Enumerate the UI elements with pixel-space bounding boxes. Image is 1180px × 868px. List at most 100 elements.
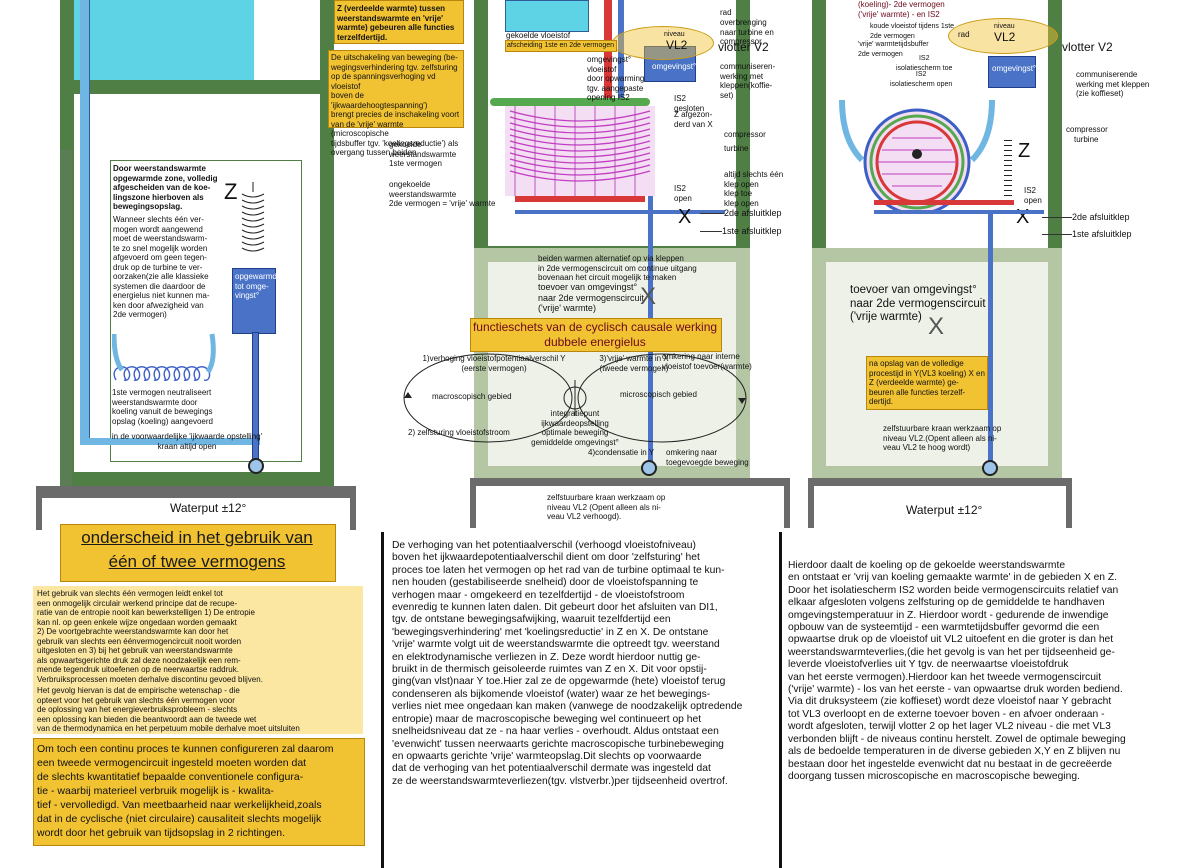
cyan-pipe-horizontal — [80, 438, 260, 445]
both-heat-label: beiden warmen alternatief op via kleppen… — [538, 254, 697, 282]
omgevingst-right: omgevingst° — [992, 64, 1037, 73]
function-title-2: dubbele energielus — [544, 335, 646, 349]
red-pipe-right — [874, 200, 1014, 205]
coil-icon — [112, 333, 216, 381]
vl2-ellipse — [612, 26, 714, 60]
leader-valve1-mid — [700, 231, 722, 232]
waterput-label-right: Waterput ±12° — [906, 503, 982, 517]
waterput-temp: ±12° — [221, 501, 247, 515]
separation-tag — [505, 40, 617, 52]
tap-valve-right[interactable] — [982, 460, 998, 476]
tap-valve-mid[interactable] — [641, 460, 657, 476]
z-zone-text: Door weerstandswarmte opgewarmde zone, v… — [113, 164, 218, 211]
communicating-label-right: communiserende werking met kleppen (zie … — [1076, 70, 1150, 98]
waterput-middle-l — [470, 478, 476, 528]
separation-label: afscheiding 1ste en 2de vermogen — [507, 42, 615, 49]
heated-fluid-label: omgevingst° vloeistof door opwarming tgv… — [587, 55, 645, 102]
communicating-label-mid: communiseren- werking met kleppen(koffie… — [720, 62, 776, 100]
body-text-b: Het gevolg hiervan is dat de empirische … — [37, 686, 300, 733]
circular-coil-icon — [839, 100, 995, 210]
waterput-right — [808, 478, 1072, 486]
niveau-label-right: niveau — [994, 23, 1015, 30]
circle-step-1: 1)verhoging vloeistofpotentiaalverschil … — [422, 354, 566, 373]
separator-bar — [74, 80, 320, 94]
vlotter-label-right: vlotter V2 — [1062, 40, 1113, 54]
lower-housing-right — [812, 248, 1062, 480]
vlotter-label-mid: vlotter V2 — [718, 40, 769, 54]
cold-fluid-label: koude vloeistof tijdens 1ste 2de vermoge… — [870, 23, 955, 40]
overbrenging-label: overbrenging naar turbine en compressor — [720, 18, 774, 46]
uncooled-resistance-label: ongekoelde weerstandswarmte 2de vermogen… — [389, 180, 496, 208]
waterput-temp-right: ±12° — [957, 503, 983, 517]
red-pipe-mid — [604, 0, 612, 130]
vl2-label-right: VL2 — [994, 30, 1016, 44]
body-text-right: Hierdoor daalt de koeling op de gekoelde… — [788, 560, 1126, 782]
waterput-middle — [470, 478, 790, 486]
supply-label-right: toevoer van omgevingst° naar 2de vermoge… — [850, 284, 986, 323]
lower-housing-middle — [474, 248, 750, 480]
first-power-text: 1ste vermogen neutraliseert weerstandswa… — [112, 388, 213, 426]
vl2-label-mid: VL2 — [666, 38, 688, 52]
is2-open-label-mid: IS2 open — [674, 184, 692, 203]
inner-box-z — [110, 160, 302, 462]
valve1-label-right: 1ste afsluitklep — [1072, 229, 1132, 239]
turbine-box-right — [988, 56, 1036, 88]
tap-text-mid: zelfstuurbare kraan werkzaam op niveau V… — [547, 493, 666, 521]
circle-external: omkering naar toegevoegde beweging — [666, 448, 749, 467]
waterput-right-r — [1066, 478, 1072, 528]
tap-text-right: zelfstuurbare kraan werkzaam op niveau V… — [883, 424, 1002, 452]
after-storage-box — [866, 356, 988, 410]
integration-point: integratiepunt ijkwaardeopstelling optim… — [531, 409, 619, 447]
supply-label-mid: toevoer van omgevingst° naar 2de vermoge… — [538, 282, 645, 313]
energy-loop-diagram — [403, 353, 747, 443]
compressor-label-right: compressor — [1066, 125, 1108, 134]
valve2-label-right: 2de afsluitklep — [1072, 212, 1130, 222]
is2-closed-label: IS2 gesloten — [674, 94, 705, 113]
blue-pipe-right-vertical — [988, 210, 993, 466]
is2-iso2-label: IS2 isolatiescherm open — [890, 71, 953, 88]
waterput-label-left: Waterput ±12° — [170, 501, 246, 515]
free-heat-label: 'vrije' warmtetijdsbuffer 2de vermogen — [858, 41, 929, 58]
body-text-c: Om toch een continu proces te kunnen con… — [37, 743, 334, 839]
valve2-label-mid: 2de afsluitklep — [724, 208, 782, 218]
bellows-right — [1004, 140, 1012, 200]
macro-region: macroscopisch gebied — [432, 392, 512, 401]
after-storage-text: na opslag van de volledige procestijd in… — [869, 359, 985, 406]
vl2-ellipse-right — [948, 18, 1058, 54]
conclusion-box — [33, 738, 365, 846]
waterput-wall-left — [36, 486, 356, 498]
tap-text-left: in de voorwaardelijke 'ijkwaarde opstell… — [111, 432, 263, 451]
waterput-side-r — [350, 486, 356, 530]
circle-inner-return: omkering naar interne vloeistof toevoer(… — [662, 352, 752, 371]
heading-line-1: onderscheid in het gebruik van — [81, 528, 313, 547]
leader-valve1-right — [1042, 234, 1072, 235]
leader-valve2-mid — [700, 213, 724, 214]
top-text-right: (koeling)- 2de vermogen ('vrije' warmte)… — [858, 0, 945, 19]
leader-valve2-right — [1042, 217, 1072, 218]
is2-open-label-right: IS2 open — [1024, 186, 1042, 205]
x-letter-mid: X — [678, 206, 692, 228]
top-note-text-2: Z (verdeelde warmte) tussen weerstandswa… — [337, 4, 455, 42]
heading-line-2: één of twee vermogens — [108, 552, 286, 571]
micro-region: microscopisch gebied — [620, 390, 697, 399]
waterput-side-l — [36, 486, 42, 530]
pale-text-box — [33, 586, 363, 734]
waterput-word-right: Waterput — [906, 503, 955, 517]
circle-step-3: 3)'vrije' warmte in X (tweede vermogen) — [599, 354, 669, 373]
top-note-box-2 — [334, 0, 464, 44]
z-separated-label: Z afgezon- derd van X — [674, 110, 713, 129]
turbine-label-right: turbine — [1074, 135, 1099, 144]
z-letter-right: Z — [1018, 140, 1031, 162]
heated-ambient-label: opgewarmd tot omge- vingst° — [235, 272, 277, 300]
niveau-label-mid: niveau — [664, 31, 685, 38]
cooled-fluid-label: gekoelde vloeistof — [506, 31, 571, 40]
x-big-mid: X — [640, 283, 657, 310]
cyan-tank-mid — [505, 0, 589, 32]
compressor-label-mid: compressor — [724, 130, 766, 139]
omgevingst-mid: omgevingst° — [652, 62, 697, 71]
cyan-tank-top — [74, 0, 254, 80]
waterput-middle-r — [784, 478, 790, 528]
bellows-icon — [241, 182, 265, 252]
divider-2 — [779, 532, 782, 868]
tap-valve-icon[interactable] — [248, 458, 264, 474]
